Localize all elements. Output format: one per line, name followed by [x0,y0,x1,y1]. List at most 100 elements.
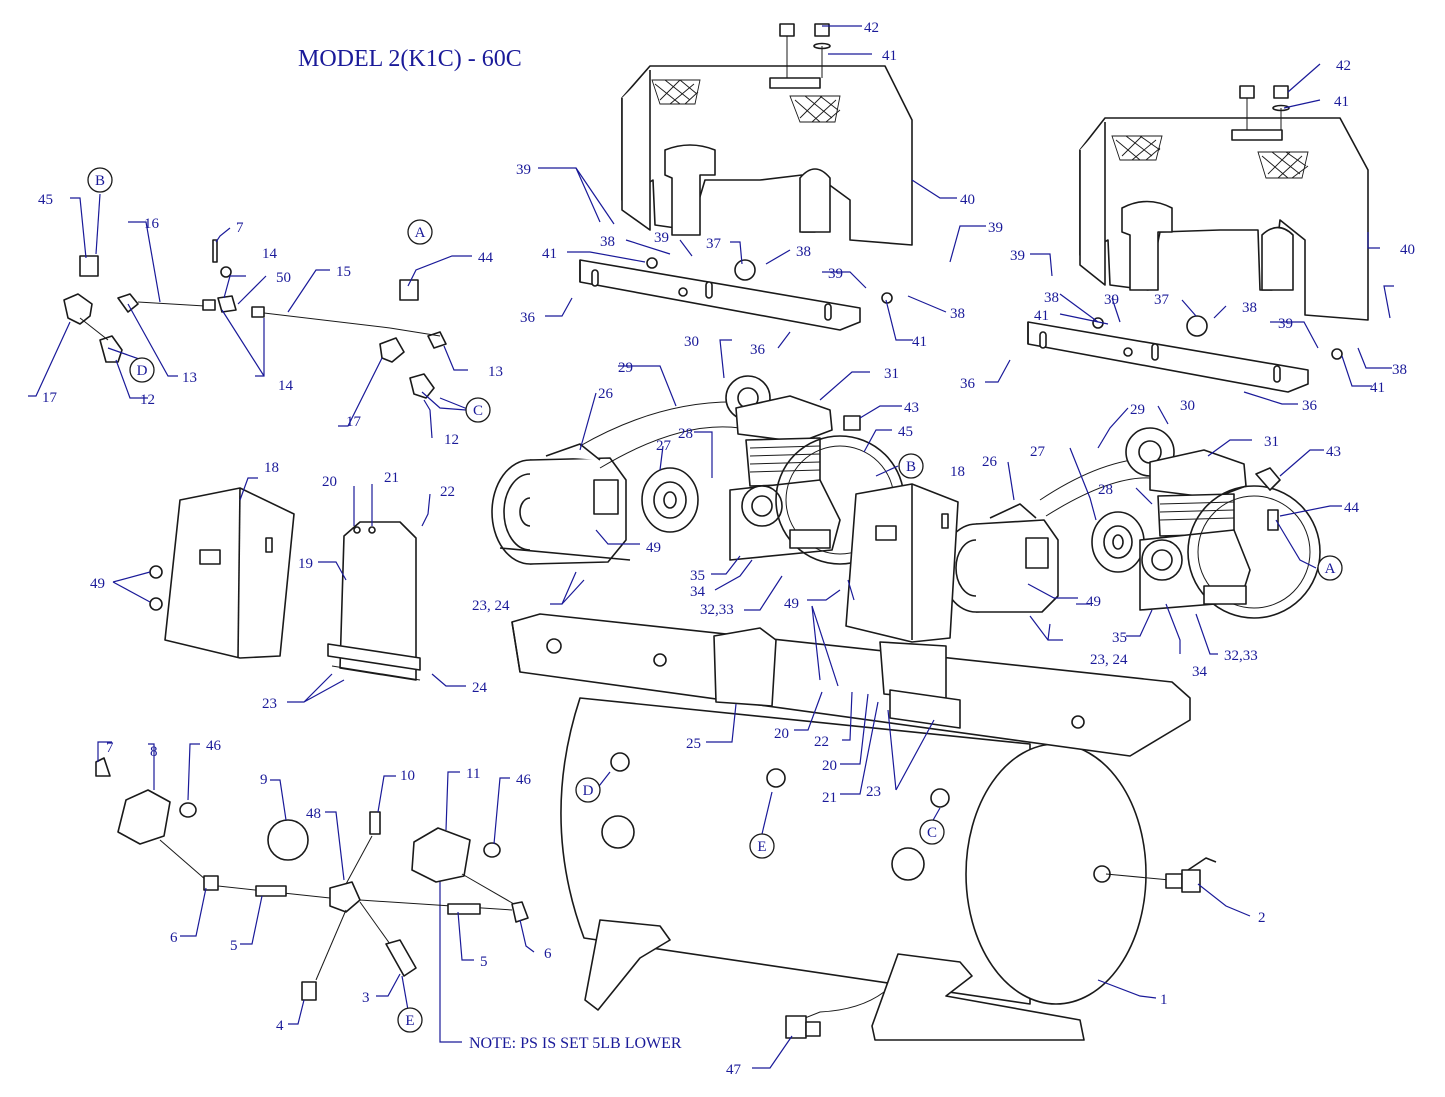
connector-markers: A A B B C C D D E E [87,167,1343,1033]
callout-44: 44 [478,250,494,266]
frame-rail [511,613,1191,757]
callout-5: 5 [480,954,488,970]
callout-35: 35 [690,568,705,584]
callout-36: 36 [1302,398,1318,414]
callout-44: 44 [1344,500,1360,516]
callout-41: 41 [1034,308,1049,324]
callout-5: 5 [230,938,238,954]
guard-bracket-left [579,257,893,331]
motor-pulley-right [1091,511,1145,573]
callout-49: 49 [784,596,799,612]
callout-22: 22 [440,484,455,500]
connector-e-bottom: E [405,1013,414,1029]
pressure-switch-note: NOTE: PS IS SET 5LB LOWER [469,1035,682,1052]
callout-16: 16 [144,216,160,232]
callout-45: 45 [38,192,53,208]
callout-32-33: 32,33 [700,602,734,618]
guard-bolt-left [779,23,831,78]
tank-feet [584,919,1085,1041]
vent-mesh-left [651,79,841,123]
callout-1: 1 [1160,992,1168,1008]
callout-7: 7 [106,740,114,756]
callout-18: 18 [264,460,279,476]
callout-38: 38 [1392,362,1407,378]
pressure-switch-assembly [95,757,529,1001]
mounting-plate-left [327,521,421,681]
air-tank [560,697,1147,1005]
callout-25: 25 [686,736,701,752]
guard-bolt-right [1239,85,1290,130]
drain-valve [785,991,885,1039]
callout-19: 19 [298,556,313,572]
callout-42: 42 [1336,58,1351,74]
callout-13: 13 [488,364,503,380]
connector-e-tank: E [757,839,766,855]
leader-lines [28,25,1394,1069]
callout-43: 43 [1326,444,1341,460]
tank-valve-2 [1105,857,1217,893]
motor-right [941,503,1059,613]
callout-49: 49 [1086,594,1101,610]
callout-21: 21 [384,470,399,486]
callout-4: 4 [276,1018,284,1034]
frame-bracket-25 [713,627,777,707]
belt-guard-left [621,65,913,246]
callout-17: 17 [42,390,58,406]
model-title: MODEL 2(K1C) - 60C [298,46,522,72]
callout-31: 31 [1264,434,1279,450]
callout-29: 29 [1130,402,1145,418]
callout-34: 34 [690,584,706,600]
callout-10: 10 [400,768,415,784]
callout-39: 39 [654,230,669,246]
callout-43: 43 [904,400,919,416]
callout-23: 23 [866,784,881,800]
pump-left [725,375,905,565]
callout-22: 22 [814,734,829,750]
callout-3: 3 [362,990,370,1006]
callout-39: 39 [988,220,1003,236]
callout-2: 2 [1258,910,1266,926]
callout-14: 14 [278,378,294,394]
callout-27: 27 [656,438,672,454]
callout-17: 17 [346,414,362,430]
belt-left [579,401,741,447]
callout-23-24: 23, 24 [1090,652,1128,668]
callout-39: 39 [1010,248,1025,264]
callout-39: 39 [516,162,531,178]
callout-35: 35 [1112,630,1127,646]
callout-12: 12 [444,432,459,448]
callout-15: 15 [336,264,351,280]
callout-20: 20 [822,758,837,774]
callout-36: 36 [960,376,976,392]
callout-29: 29 [618,360,633,376]
note-leader [433,873,462,1043]
connector-a-pump: A [1325,561,1336,577]
left-piping-assembly [63,239,447,399]
callout-37: 37 [706,236,722,252]
callout-46: 46 [206,738,222,754]
callout-36: 36 [520,310,536,326]
callout-28: 28 [678,426,693,442]
callout-7: 7 [236,220,244,236]
callout-41: 41 [882,48,897,64]
callout-26: 26 [982,454,998,470]
callout-49: 49 [646,540,661,556]
callout-20: 20 [322,474,337,490]
callout-26: 26 [598,386,614,402]
connector-c-tank: C [927,825,937,841]
callout-48: 48 [306,806,321,822]
callout-21: 21 [822,790,837,806]
connector-d-top: D [137,363,148,379]
callout-27: 27 [1030,444,1046,460]
callout-30: 30 [684,334,699,350]
connector-d-tank: D [583,783,594,799]
callout-11: 11 [466,766,480,782]
connector-b-pump: B [906,459,916,475]
control-box-right [845,483,961,729]
callout-42: 42 [864,20,879,36]
vent-mesh-right [1111,135,1309,179]
callout-13: 13 [182,370,197,386]
callout-38: 38 [600,234,615,250]
callout-6: 6 [170,930,178,946]
